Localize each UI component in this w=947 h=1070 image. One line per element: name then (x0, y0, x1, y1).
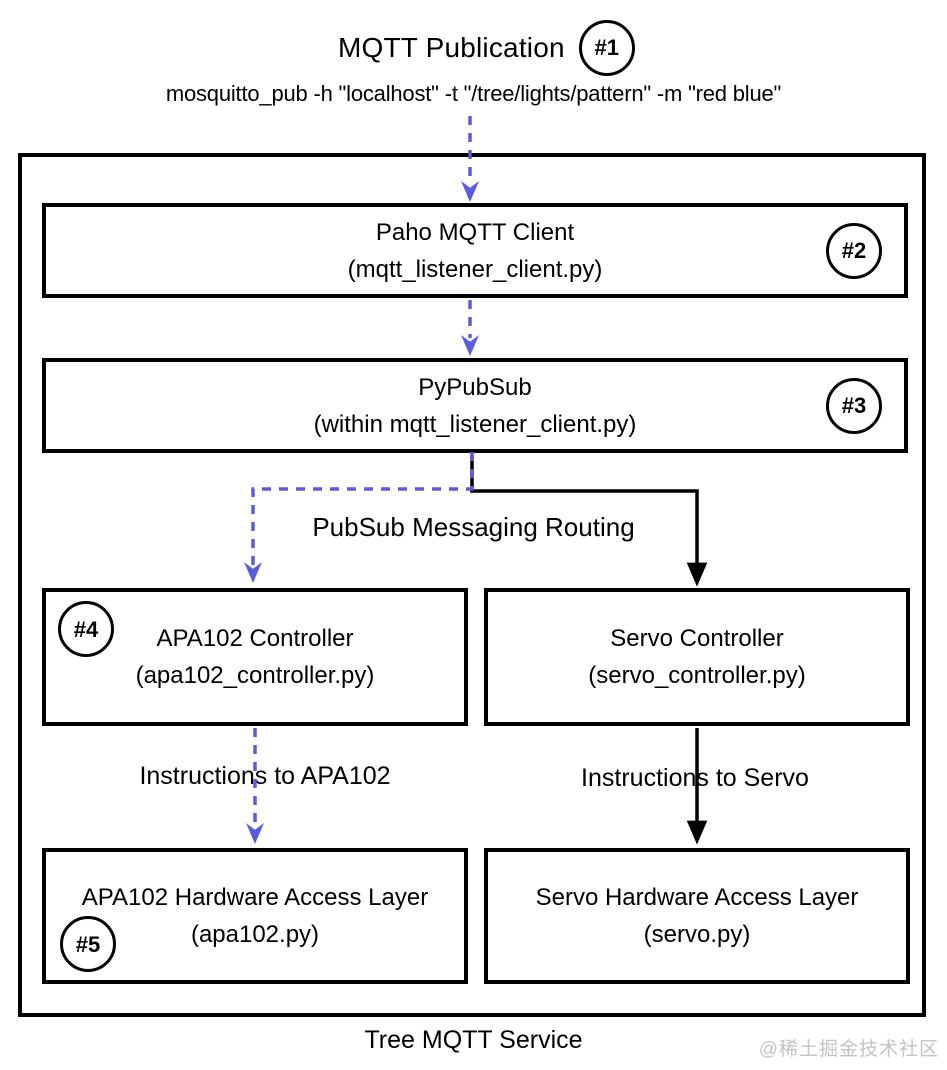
step-badge-3: #3 (826, 377, 882, 434)
node-apa102-controller: #4 APA102 Controller (apa102_controller.… (42, 588, 468, 726)
container-label: Tree MQTT Service (364, 1026, 583, 1054)
step-badge-1: #1 (578, 20, 635, 76)
node-label: Servo Controller (610, 625, 784, 652)
node-label: APA102 Hardware Access Layer (81, 884, 429, 911)
node-pypubsub: PyPubSub (within mqtt_listener_client.py… (42, 358, 908, 453)
edge-label-instructions-servo: Instructions to Servo (581, 764, 809, 792)
edge-label-instructions-apa102: Instructions to APA102 (139, 762, 391, 790)
node-servo-hal: Servo Hardware Access Layer (servo.py) (484, 848, 910, 984)
node-label: Servo Hardware Access Layer (535, 884, 859, 911)
step-badge-4: #4 (58, 601, 114, 657)
node-label: PyPubSub (418, 373, 532, 401)
node-sublabel: (mqtt_listener_client.py) (347, 255, 603, 283)
step-badge-5: #5 (60, 916, 116, 972)
node-label: APA102 Controller (156, 625, 354, 652)
edge-label-pubsub-routing: PubSub Messaging Routing (312, 512, 635, 542)
diagram-title: MQTT Publication (338, 32, 565, 63)
node-sublabel: (apa102.py) (190, 921, 320, 948)
step-badge-2: #2 (826, 222, 882, 279)
diagram-title-row: MQTT Publication #1 (338, 20, 635, 76)
node-servo-controller: Servo Controller (servo_controller.py) (484, 588, 910, 726)
node-sublabel: (servo.py) (643, 921, 751, 948)
node-apa102-hal: #5 APA102 Hardware Access Layer (apa102.… (42, 848, 468, 984)
node-sublabel: (within mqtt_listener_client.py) (313, 410, 637, 438)
mqtt-command: mosquitto_pub -h "localhost" -t "/tree/l… (165, 81, 782, 106)
watermark: @稀土掘金技术社区 (758, 1039, 939, 1060)
node-sublabel: (servo_controller.py) (588, 662, 806, 689)
node-label: Paho MQTT Client (375, 218, 575, 246)
node-sublabel: (apa102_controller.py) (135, 662, 375, 689)
service-boundary-box (18, 153, 926, 1017)
node-paho-mqtt-client: Paho MQTT Client (mqtt_listener_client.p… (42, 203, 908, 298)
